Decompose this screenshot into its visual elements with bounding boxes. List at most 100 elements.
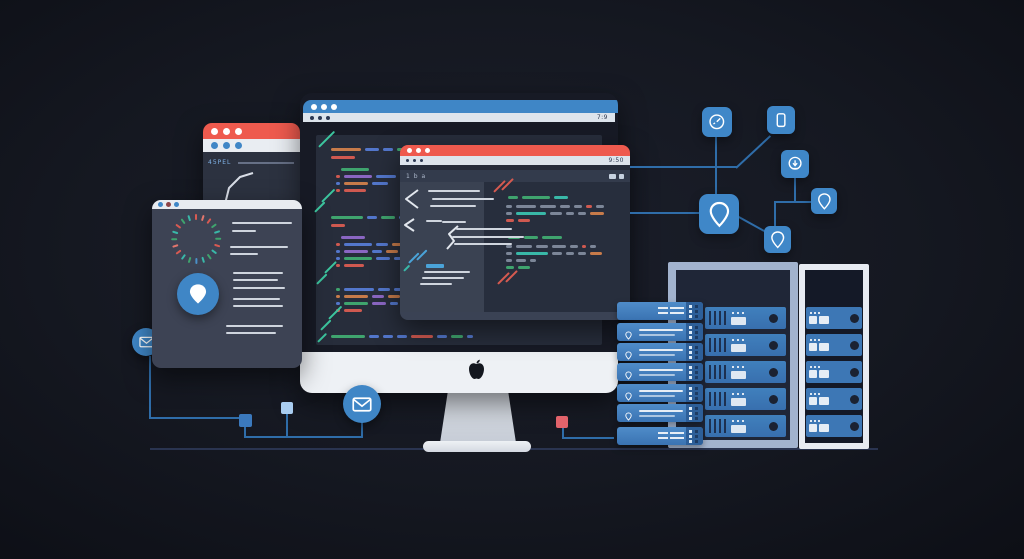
led-dot (695, 392, 698, 395)
panel-titlebar (152, 200, 302, 209)
led-dot (695, 305, 698, 308)
led-dot (695, 417, 698, 420)
led-dot (695, 366, 698, 369)
led-dot (689, 315, 692, 318)
status-led (742, 312, 744, 314)
placeholder-line (233, 305, 283, 308)
status-led (732, 393, 734, 395)
window-icon (609, 173, 616, 179)
status-led (742, 393, 744, 395)
drive-block (819, 316, 829, 324)
power-button (769, 422, 778, 431)
led-panel (686, 323, 703, 341)
power-button (850, 341, 859, 350)
led-dot (689, 356, 692, 359)
power-button (850, 314, 859, 323)
led-dot (695, 435, 698, 438)
label-dash (670, 437, 684, 439)
placeholder-line (639, 410, 683, 412)
window-control-dot (413, 159, 416, 162)
vent-slat (724, 392, 726, 406)
status-led (818, 339, 820, 341)
power-button (769, 368, 778, 377)
led-dot (695, 331, 698, 334)
divider-line (238, 162, 294, 164)
led-dot (689, 305, 692, 308)
window-control-dot (318, 115, 322, 120)
apple-logo (469, 359, 484, 379)
placeholder-line (233, 279, 278, 282)
drive-block (731, 398, 746, 406)
power-button (850, 422, 859, 431)
placeholder-line (639, 329, 683, 331)
label-dash (658, 437, 668, 439)
server-unit (806, 307, 862, 329)
status-led (737, 312, 739, 314)
status-led (818, 312, 820, 314)
window-gap (400, 165, 630, 170)
led-dot (689, 440, 692, 443)
vent-slat (719, 365, 721, 379)
placeholder-line (639, 369, 683, 371)
server-unit (617, 404, 703, 422)
location-pin-icon (811, 188, 837, 214)
connector-line (149, 417, 241, 419)
label-dash (658, 312, 668, 314)
window-control-dot (311, 103, 317, 110)
led-dot (689, 366, 692, 369)
connector-line (562, 437, 614, 439)
drive-block (731, 317, 746, 325)
placeholder-line (233, 287, 285, 290)
server-unit (806, 334, 862, 356)
status-led (818, 420, 820, 422)
node-square (281, 402, 293, 414)
window-titlebar (203, 123, 300, 139)
server-unit (617, 323, 703, 341)
led-dot (689, 376, 692, 379)
spinner-tick (195, 214, 198, 220)
drive-block (819, 424, 829, 432)
monitor-stand-base (423, 441, 531, 452)
led-panel (686, 363, 703, 381)
status-led (732, 339, 734, 341)
placeholder-line (230, 253, 258, 256)
led-dot (695, 376, 698, 379)
mobile-icon (767, 106, 795, 134)
drive-block (731, 425, 746, 433)
window-titlebar (400, 145, 630, 156)
server-unit (705, 307, 786, 329)
vent-slat (709, 419, 711, 433)
led-dot (695, 315, 698, 318)
window-control-dot (416, 148, 421, 153)
led-dot (695, 397, 698, 400)
window-control-dot (158, 202, 163, 207)
label-dash (670, 307, 684, 309)
led-dot (689, 371, 692, 374)
status-led (732, 420, 734, 422)
dashboard-panel (152, 200, 302, 368)
spinner-tick (171, 237, 178, 241)
placeholder-line (233, 298, 280, 301)
vent-slat (724, 311, 726, 325)
placeholder-line (232, 222, 292, 225)
server-unit (705, 415, 786, 437)
location-pin-icon (699, 194, 739, 234)
led-dot (695, 407, 698, 410)
led-dot (689, 346, 692, 349)
status-led (814, 339, 816, 341)
network-line (630, 212, 699, 214)
status-led (732, 366, 734, 368)
drive-block (809, 343, 817, 351)
led-dot (689, 392, 692, 395)
window-control-dot (326, 115, 330, 120)
led-dot (695, 371, 698, 374)
connector-line (244, 436, 363, 438)
server-unit (617, 302, 703, 320)
status-led (737, 339, 739, 341)
window-toolbar: 9:50 (400, 156, 630, 165)
node-square (239, 414, 252, 427)
vent-slat (719, 311, 721, 325)
label-dash (658, 307, 668, 309)
server-pin-icon (624, 366, 633, 385)
network-line (774, 201, 776, 227)
